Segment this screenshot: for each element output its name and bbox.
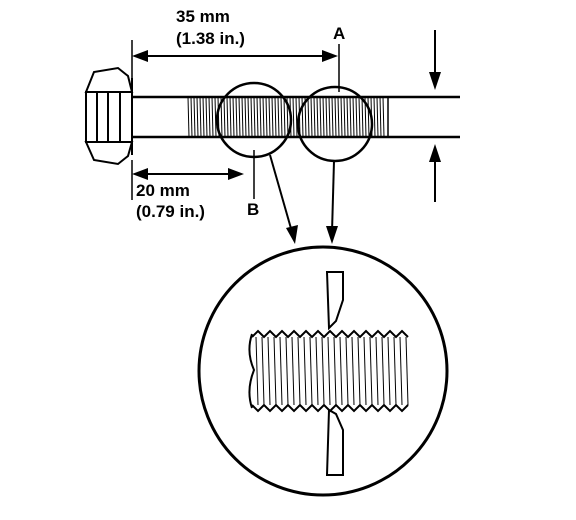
inspection-circle-a <box>296 85 374 163</box>
bolt-head <box>84 66 134 166</box>
dimension-20mm-imperial: (0.79 in.) <box>136 202 205 221</box>
dimension-35mm-imperial: (1.38 in.) <box>176 29 245 48</box>
point-b-label: B <box>247 200 259 219</box>
dimension-35mm-label: 35 mm <box>176 7 230 26</box>
dimension-20mm-arrow <box>132 168 244 180</box>
dimension-20mm-label: 20 mm <box>136 181 190 200</box>
dimension-35mm-arrow <box>132 50 338 62</box>
bolt-thread <box>187 96 385 138</box>
point-a-label: A <box>333 24 345 43</box>
diameter-arrows <box>429 30 441 202</box>
inspection-circle-b <box>215 81 293 159</box>
zoom-leader-arrows <box>269 154 338 244</box>
magnified-detail <box>197 245 449 497</box>
